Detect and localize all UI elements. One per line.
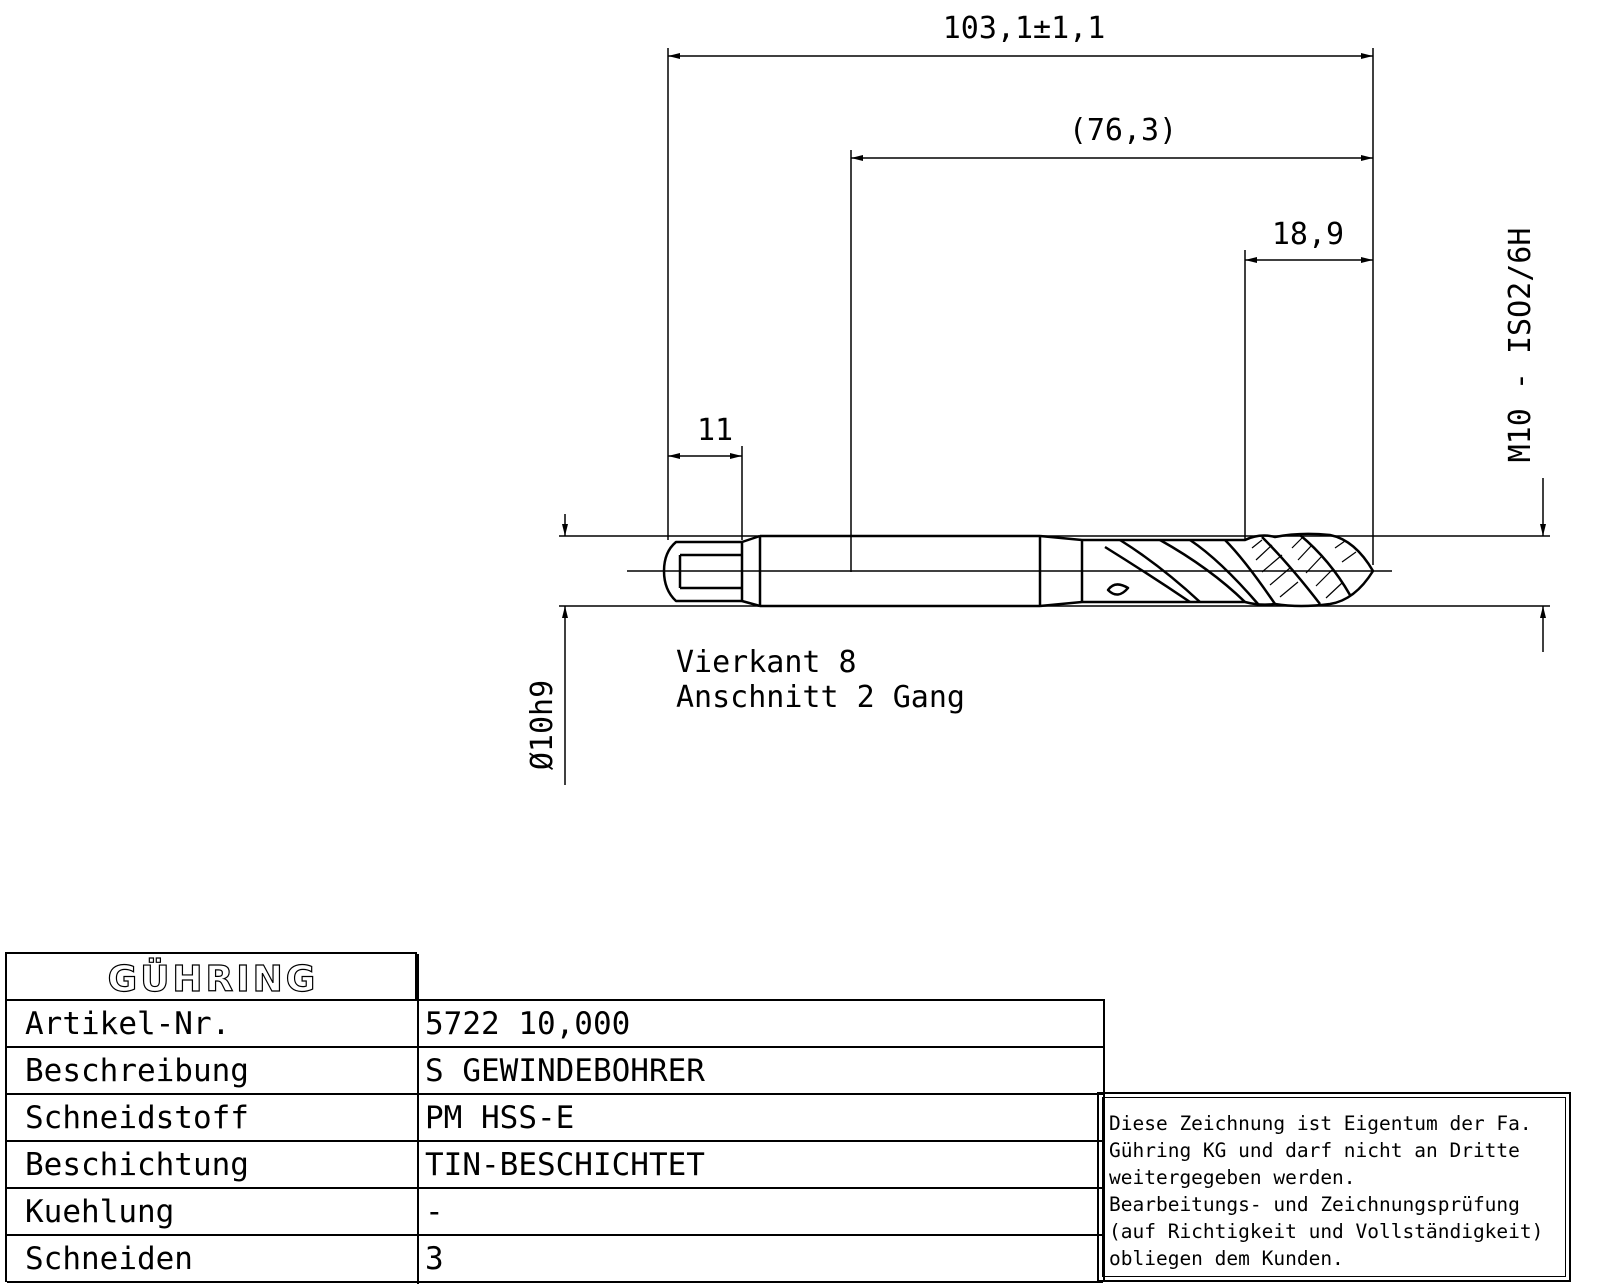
row-label-material: Schneidstoff	[25, 1100, 249, 1136]
column-divider	[417, 954, 419, 1284]
table-row: Kuehlung -	[7, 1189, 1103, 1236]
row-value-edges: 3	[425, 1241, 444, 1277]
row-value-cooling: -	[425, 1194, 444, 1230]
row-label-edges: Schneiden	[25, 1241, 193, 1277]
dim-overall-length: 103,1±1,1	[943, 11, 1106, 46]
notice-line: weitergegeben werden.	[1109, 1166, 1356, 1189]
note-chamfer: Anschnitt 2 Gang	[676, 680, 965, 715]
table-row: Beschreibung S GEWINDEBOHRER	[7, 1048, 1103, 1095]
notice-line: Diese Zeichnung ist Eigentum der Fa.	[1109, 1112, 1532, 1135]
notice-line: Bearbeitungs- und Zeichnungsprüfung	[1109, 1193, 1520, 1216]
guehring-logo: GÜHRING	[107, 957, 319, 999]
row-value-article: 5722 10,000	[425, 1006, 631, 1042]
note-square: Vierkant 8	[676, 645, 857, 680]
dim-shank-diameter: Ø10h9	[525, 680, 560, 770]
dim-shank-length: (76,3)	[1069, 113, 1177, 148]
row-label-article: Artikel-Nr.	[25, 1006, 231, 1042]
row-label-cooling: Kuehlung	[25, 1194, 175, 1230]
notice-line: (auf Richtigkeit und Vollständigkeit)	[1109, 1220, 1544, 1243]
notice-inner-frame	[1102, 1097, 1566, 1277]
tap-technical-drawing: 103,1±1,1 (76,3) 18,9 11 M10 - ISO2/6H Ø…	[525, 11, 1550, 785]
row-value-coating: TIN-BESCHICHTET	[425, 1147, 705, 1183]
dim-thread-length: 18,9	[1272, 217, 1344, 252]
ownership-notice: Diese Zeichnung ist Eigentum der Fa. Güh…	[1097, 1092, 1571, 1282]
dim-thread-designation: M10 - ISO2/6H	[1503, 228, 1538, 463]
row-label-description: Beschreibung	[25, 1053, 249, 1089]
table-row: Schneiden 3	[7, 1236, 1103, 1283]
row-value-material: PM HSS-E	[425, 1100, 575, 1136]
notice-line: Gühring KG und darf nicht an Dritte	[1109, 1139, 1520, 1162]
dimension-lines	[562, 53, 1546, 785]
table-row: Schneidstoff PM HSS-E	[7, 1095, 1103, 1142]
row-label-coating: Beschichtung	[25, 1147, 249, 1183]
extension-lines	[559, 48, 1550, 607]
notice-line: obliegen dem Kunden.	[1109, 1247, 1344, 1270]
table-row: Beschichtung TIN-BESCHICHTET	[7, 1142, 1103, 1189]
row-value-description: S GEWINDEBOHRER	[425, 1053, 705, 1089]
dim-square-length: 11	[697, 413, 733, 448]
table-frame: Artikel-Nr. 5722 10,000 Beschreibung S G…	[5, 954, 1105, 1284]
table-row: Artikel-Nr. 5722 10,000	[7, 1001, 1103, 1048]
logo-cell: GÜHRING	[5, 952, 417, 1001]
tap-outline	[662, 532, 1375, 608]
logo-text: GÜHRING	[108, 958, 319, 999]
thread-hatching	[1251, 537, 1357, 599]
